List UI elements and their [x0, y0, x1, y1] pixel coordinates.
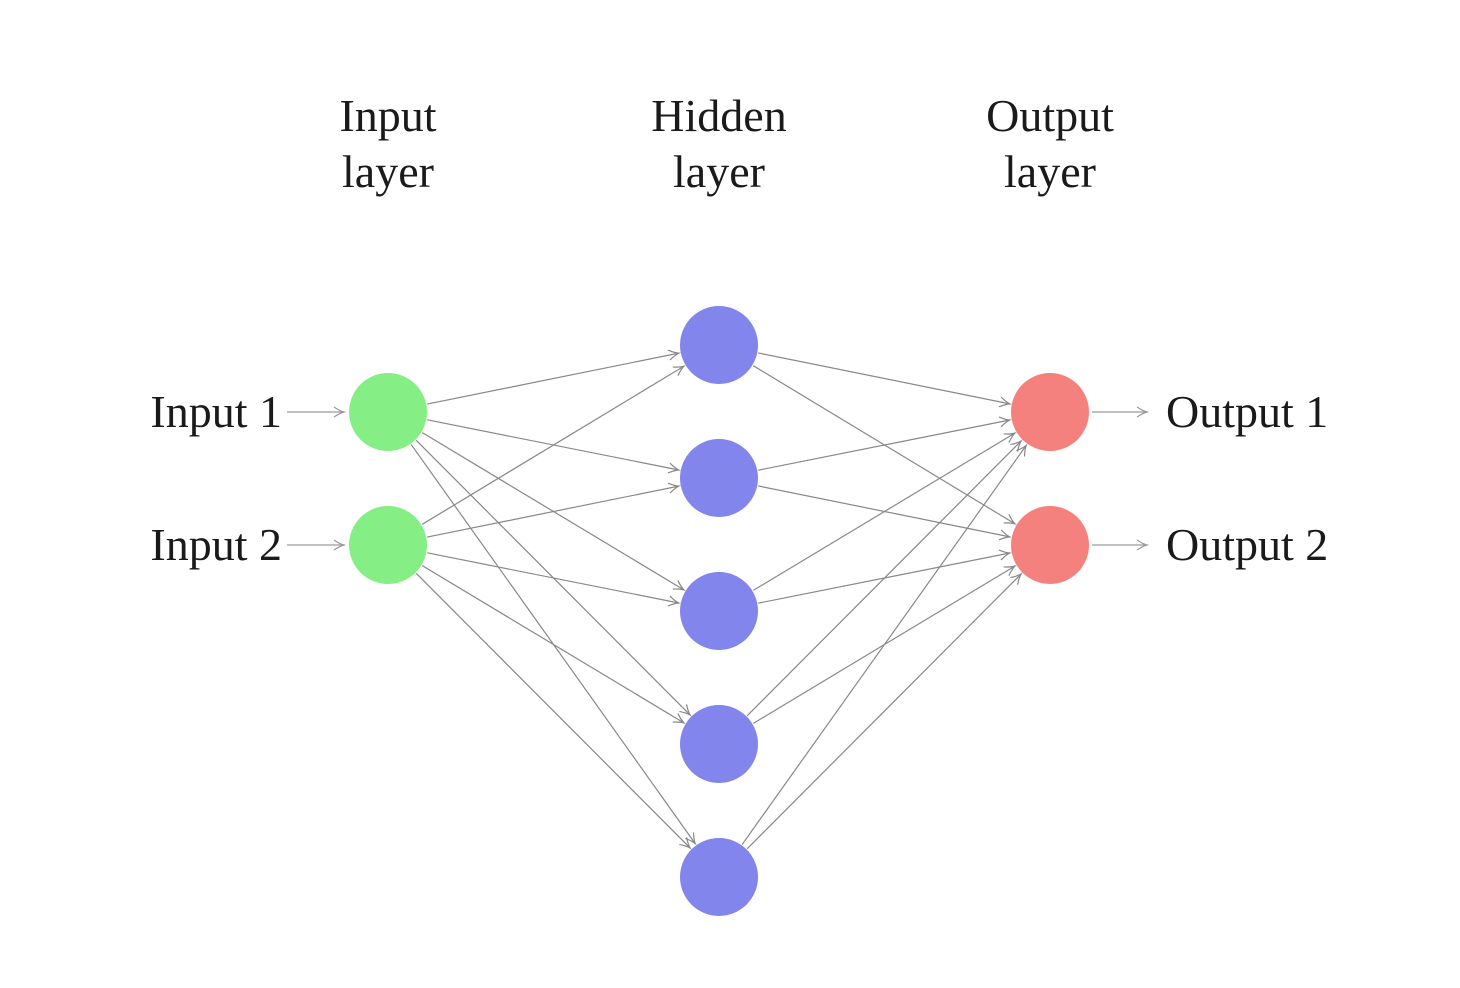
output-1-label: Output 1 [1166, 386, 1329, 437]
output-node-1 [1011, 373, 1089, 451]
hidden-layer-title-line1: Hidden [651, 90, 787, 141]
output-2-label: Output 2 [1166, 519, 1329, 570]
edge-hidden4-output1 [746, 439, 1023, 717]
input-layer-title: Input layer [228, 88, 548, 200]
hidden-node-4 [680, 705, 758, 783]
hidden-layer-title: Hidden layer [559, 88, 879, 200]
edge-input2-hidden4 [421, 565, 686, 725]
edge-input2-hidden1 [421, 365, 686, 525]
edge-hidden5-output1 [741, 443, 1028, 845]
input-node-2 [349, 506, 427, 584]
hidden-node-5 [680, 838, 758, 916]
hidden-node-3 [680, 572, 758, 650]
hidden-node-1 [680, 306, 758, 384]
edge-hidden1-output1 [758, 352, 1013, 408]
hidden-node-2 [680, 439, 758, 517]
input-2-label: Input 2 [150, 519, 282, 570]
edge-hidden3-output1 [752, 431, 1017, 591]
hidden-layer-title-line2: layer [673, 146, 765, 197]
edge-input1-hidden1 [427, 349, 682, 405]
io-arrow-layer [287, 406, 1150, 551]
input-layer-title-line1: Input [339, 90, 437, 141]
edge-input2-hidden5 [415, 572, 692, 850]
edge-hidden2-output1 [758, 416, 1013, 471]
edge-hidden5-output2 [746, 572, 1023, 850]
output-node-2 [1011, 506, 1089, 584]
edge-input2-hidden3 [427, 552, 682, 607]
output-layer-title: Output layer [890, 88, 1210, 200]
output-layer-title-line1: Output [986, 90, 1114, 141]
input-layer-title-line2: layer [342, 146, 434, 197]
edge-layer [410, 349, 1028, 850]
edge-input2-hidden2 [427, 482, 682, 538]
output-layer-title-line2: layer [1004, 146, 1096, 197]
input-node-1 [349, 373, 427, 451]
node-layer [349, 306, 1089, 916]
input-1-label: Input 1 [150, 386, 282, 437]
